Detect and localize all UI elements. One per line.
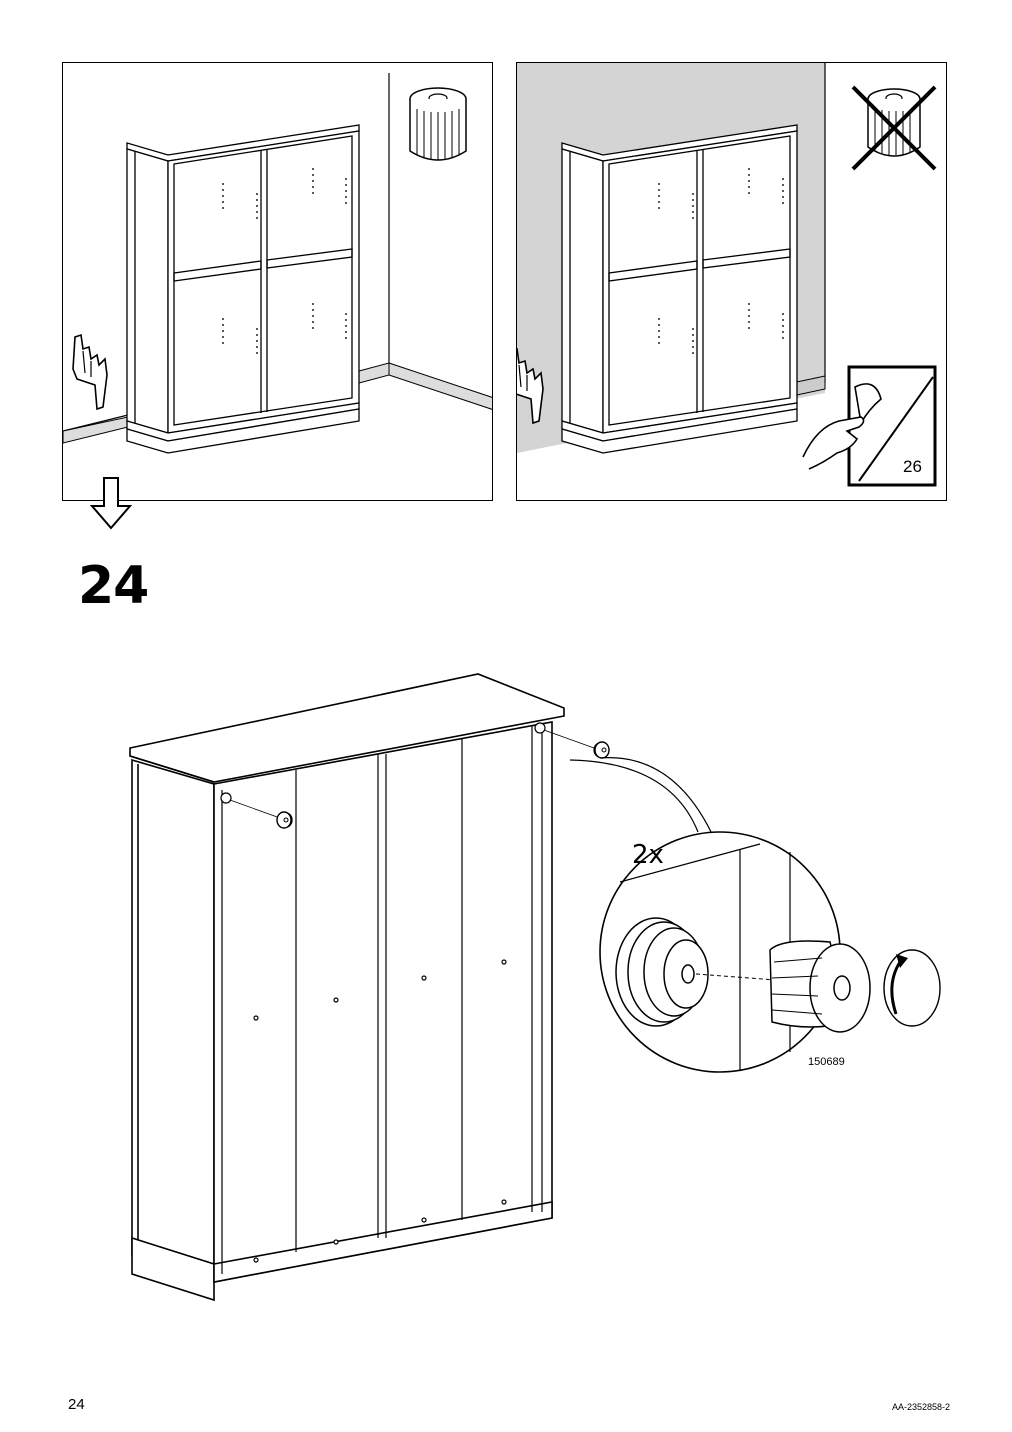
cap-part-left: [276, 811, 292, 829]
panel-against-wall: 26: [516, 62, 947, 501]
document-code: AA-2352858-2: [891, 1402, 950, 1412]
part-number: 150689: [808, 1056, 845, 1068]
detail-callout: [569, 757, 941, 1073]
step-number: 24: [78, 556, 149, 616]
pointing-hand-icon: [517, 347, 544, 425]
page-number: 24: [68, 1396, 85, 1413]
quantity-label: 2x: [632, 840, 664, 870]
crossed-cap-icon: [851, 85, 937, 171]
sticker-peel-icon: [802, 365, 937, 487]
pointing-hand-icon: [72, 333, 108, 411]
down-arrow-icon: [89, 477, 133, 530]
cabinet-back-illustration: [129, 673, 607, 1302]
cap-icon: [409, 87, 467, 161]
sticker-reference-number: 26: [903, 457, 922, 476]
cabinet-gap-illustration: [63, 73, 492, 454]
rotate-arrow-icon: [883, 949, 941, 1027]
cabinet-wall-illustration: [517, 63, 826, 454]
panel-wall-gap: [62, 62, 493, 501]
